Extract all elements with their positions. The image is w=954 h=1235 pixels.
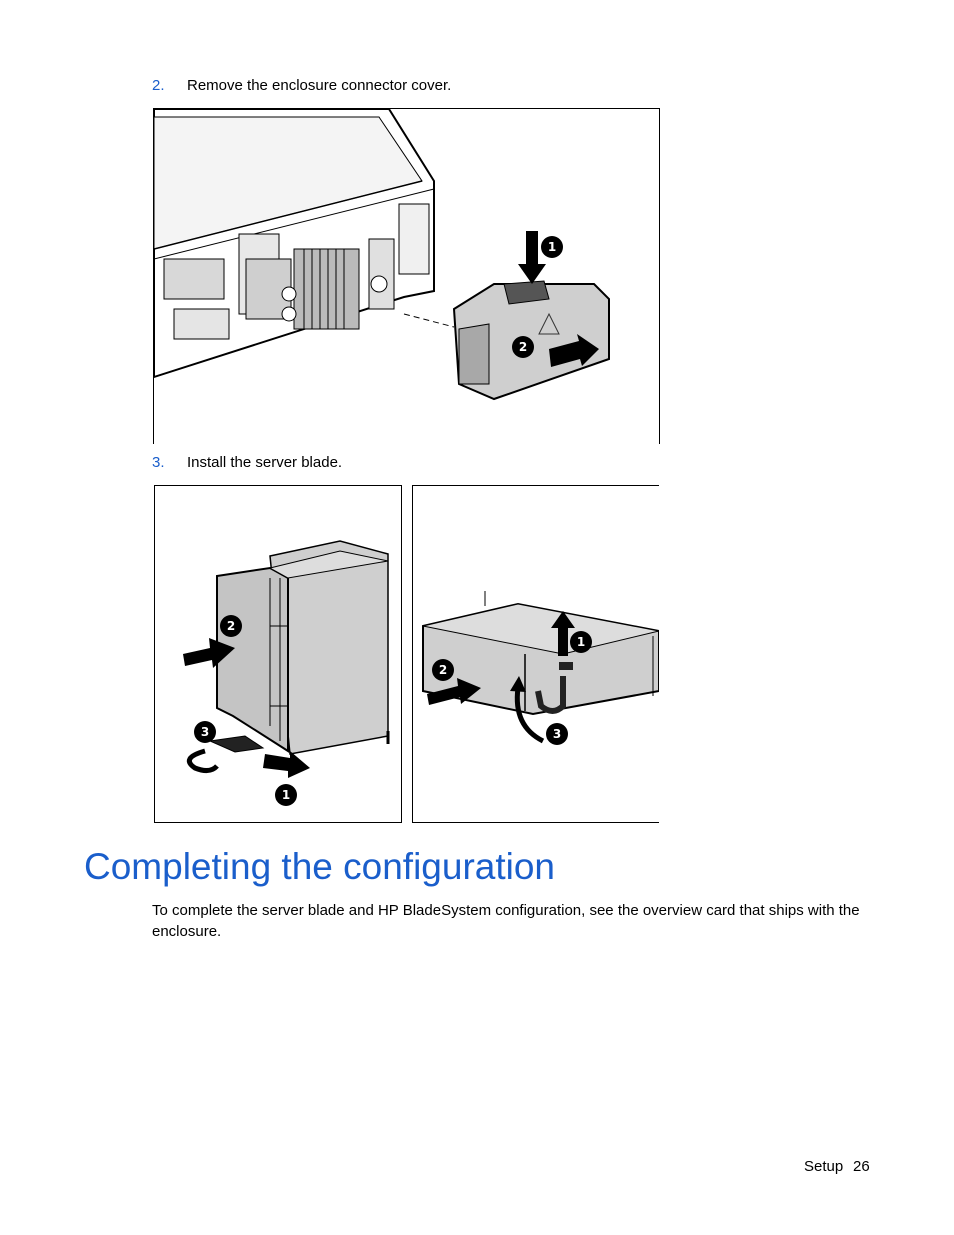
figure-connector-cover: 1 2 (153, 108, 660, 444)
step-text: Remove the enclosure connector cover. (187, 77, 452, 94)
install-blade-left-illustration: 2 3 1 (183, 540, 390, 806)
callout-3 (194, 721, 216, 743)
connector-cover-illustration: 1 2 (154, 109, 610, 401)
step-2: 2. Remove the enclosure connector cover. (152, 77, 451, 95)
callout-1-label: 1 (548, 240, 556, 254)
callout-3-label: 3 (553, 727, 561, 741)
section-title: Completing the configuration (84, 846, 556, 887)
callout-2-label: 2 (439, 663, 447, 677)
install-blade-right-illustration: 1 2 3 (422, 591, 659, 745)
callout-2 (220, 615, 242, 637)
callout-1-label: 1 (577, 635, 585, 649)
callout-2-label: 2 (227, 619, 235, 633)
step-text: Install the server blade. (187, 454, 343, 471)
step-3: 3. Install the server blade. (152, 454, 342, 472)
callout-3-label: 3 (201, 725, 209, 739)
callout-3 (546, 723, 568, 745)
callout-2-label: 2 (519, 340, 527, 354)
callout-1-label: 1 (282, 788, 290, 802)
callout-2 (512, 336, 534, 358)
figure-install-blade-left: 2 3 1 (154, 485, 402, 823)
callout-1 (275, 784, 297, 806)
step-number: 3. (152, 454, 165, 471)
page-number: 26 (853, 1158, 870, 1175)
callout-2 (432, 659, 454, 681)
callout-1 (541, 236, 563, 258)
footer-section: Setup (804, 1158, 844, 1175)
callout-1 (570, 631, 592, 653)
section-body: To complete the server blade and HP Blad… (152, 902, 860, 940)
figure-install-blade-right: 1 2 3 (412, 485, 659, 823)
step-number: 2. (152, 77, 165, 94)
